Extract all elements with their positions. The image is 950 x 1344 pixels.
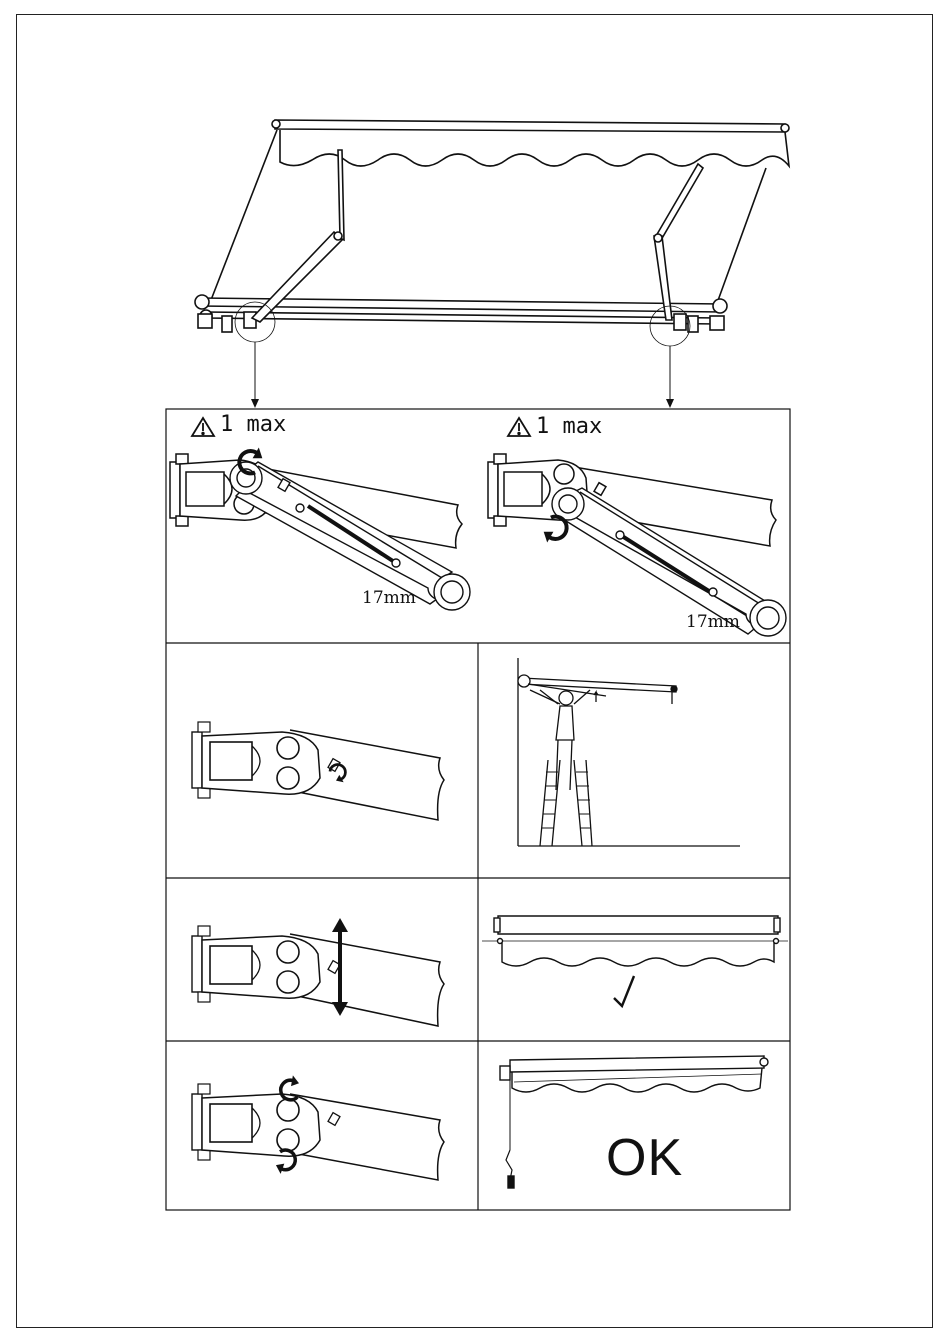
panel-grid xyxy=(166,409,790,1210)
check-mark-icon xyxy=(614,976,634,1006)
panel-up-down xyxy=(192,918,444,1026)
wrench-size-right: 17mm xyxy=(686,612,740,632)
panel-wrench-left xyxy=(170,418,470,610)
warning-triangle-icon xyxy=(192,418,214,436)
warning-label-right: 1 max xyxy=(536,414,602,439)
ok-label: OK xyxy=(606,1128,683,1188)
warning-triangle-icon xyxy=(508,418,530,436)
wrench-size-left: 17mm xyxy=(362,588,416,608)
panel-level-check xyxy=(482,916,788,1006)
awning-overview xyxy=(195,120,789,404)
panel-lock-bolts xyxy=(192,1075,444,1180)
warning-label-left: 1 max xyxy=(220,412,286,437)
panel-person-ladder xyxy=(518,658,740,846)
panel-adjust-bolt xyxy=(192,722,444,820)
panel-wrench-right xyxy=(488,418,786,636)
